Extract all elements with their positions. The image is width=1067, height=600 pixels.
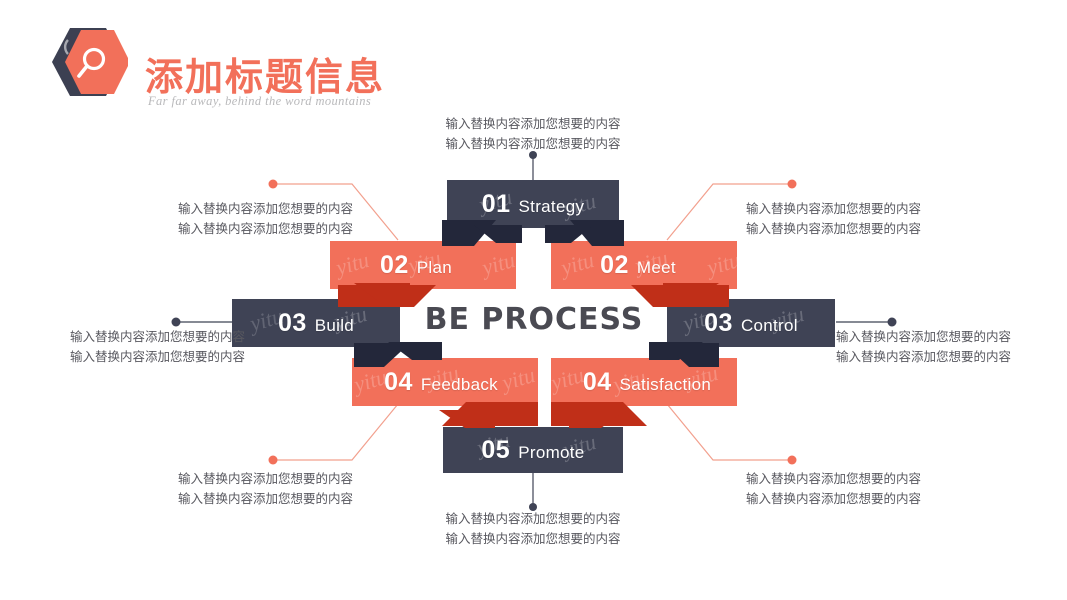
slide-header: 添加标题信息 Far far away, behind the word mou…: [48, 22, 568, 110]
step-text: Plan: [416, 257, 453, 277]
step-control-label: 03 Control: [704, 309, 798, 338]
step-promote-label: 05 Promote: [481, 436, 584, 465]
diagram-center-title: BE PROCESS: [424, 302, 644, 337]
caption-strategy: 输入替换内容添加您想要的内容 输入替换内容添加您想要的内容: [433, 114, 633, 154]
step-meet[interactable]: yitu yitu yitu 02 Meet: [545, 225, 743, 307]
connector-build: [171, 317, 232, 327]
step-number: 04: [384, 367, 413, 396]
step-meet-panel: [551, 241, 737, 289]
step-satisfaction-label: 04 Satisfaction: [583, 368, 711, 397]
step-feedback-label: 04 Feedback: [384, 368, 498, 397]
caption-line-2: 输入替换内容添加您想要的内容: [445, 531, 621, 546]
connector-meet: [666, 179, 797, 241]
step-number: 05: [481, 435, 511, 464]
step-number: 04: [582, 367, 612, 396]
connector-feedback: [268, 403, 399, 465]
step-plan[interactable]: yitu yitu yitu 02 Plan: [330, 225, 522, 307]
step-promote-panel: [443, 427, 623, 473]
caption-line-1: 输入替换内容添加您想要的内容: [177, 471, 353, 486]
caption-line-2: 输入替换内容添加您想要的内容: [836, 349, 1012, 364]
step-text: Satisfaction: [619, 374, 712, 394]
caption-line-1: 输入替换内容添加您想要的内容: [746, 201, 922, 216]
step-strategy-label: 01 Strategy: [482, 190, 585, 219]
page-title: 添加标题信息: [145, 55, 386, 99]
step-text: Meet: [636, 257, 676, 277]
caption-line-2: 输入替换内容添加您想要的内容: [69, 349, 245, 364]
step-text: Strategy: [518, 196, 585, 216]
connector-satisfaction: [666, 403, 797, 465]
caption-line-2: 输入替换内容添加您想要的内容: [746, 221, 922, 236]
caption-satisfaction: 输入替换内容添加您想要的内容 输入替换内容添加您想要的内容: [746, 469, 956, 509]
caption-line-1: 输入替换内容添加您想要的内容: [177, 201, 353, 216]
connector-plan: [268, 179, 399, 241]
caption-plan: 输入替换内容添加您想要的内容 输入替换内容添加您想要的内容: [143, 199, 353, 239]
step-strategy[interactable]: yitu yitu 01 Strategy: [442, 180, 624, 246]
step-plan-label: 02 Plan: [380, 251, 452, 280]
step-text: Promote: [518, 442, 585, 462]
step-number: 02: [379, 250, 409, 279]
connector-control: [836, 317, 897, 327]
page-subtitle: Far far away, behind the word mountains: [148, 94, 372, 108]
caption-control: 输入替换内容添加您想要的内容 输入替换内容添加您想要的内容: [836, 327, 1041, 367]
step-text: Feedback: [420, 374, 498, 394]
step-number: 03: [277, 308, 307, 337]
step-number: 01: [481, 189, 511, 218]
caption-line-1: 输入替换内容添加您想要的内容: [69, 329, 245, 344]
step-number: 02: [600, 250, 629, 279]
caption-line-2: 输入替换内容添加您想要的内容: [177, 491, 353, 506]
step-number: 03: [704, 308, 733, 337]
caption-line-1: 输入替换内容添加您想要的内容: [445, 511, 621, 526]
caption-line-2: 输入替换内容添加您想要的内容: [746, 491, 922, 506]
caption-line-2: 输入替换内容添加您想要的内容: [177, 221, 353, 236]
caption-meet: 输入替换内容添加您想要的内容 输入替换内容添加您想要的内容: [746, 199, 956, 239]
step-text: Control: [740, 315, 798, 335]
caption-line-1: 输入替换内容添加您想要的内容: [836, 329, 1012, 344]
step-build-label: 03 Build: [278, 309, 354, 338]
caption-promote: 输入替换内容添加您想要的内容 输入替换内容添加您想要的内容: [433, 509, 633, 549]
caption-line-1: 输入替换内容添加您想要的内容: [746, 471, 922, 486]
caption-line-1: 输入替换内容添加您想要的内容: [445, 116, 621, 131]
caption-feedback: 输入替换内容添加您想要的内容 输入替换内容添加您想要的内容: [143, 469, 353, 509]
connector-strategy: [529, 151, 537, 183]
step-text: Build: [314, 315, 355, 335]
hexagon-search-icon: [48, 26, 130, 98]
step-meet-label: 02 Meet: [600, 251, 676, 280]
connector-promote: [529, 470, 537, 511]
caption-build: 输入替换内容添加您想要的内容 输入替换内容添加您想要的内容: [40, 327, 245, 367]
caption-line-2: 输入替换内容添加您想要的内容: [445, 136, 621, 151]
step-plan-panel: [330, 241, 516, 289]
step-promote[interactable]: yitu yitu 05 Promote: [439, 410, 627, 473]
